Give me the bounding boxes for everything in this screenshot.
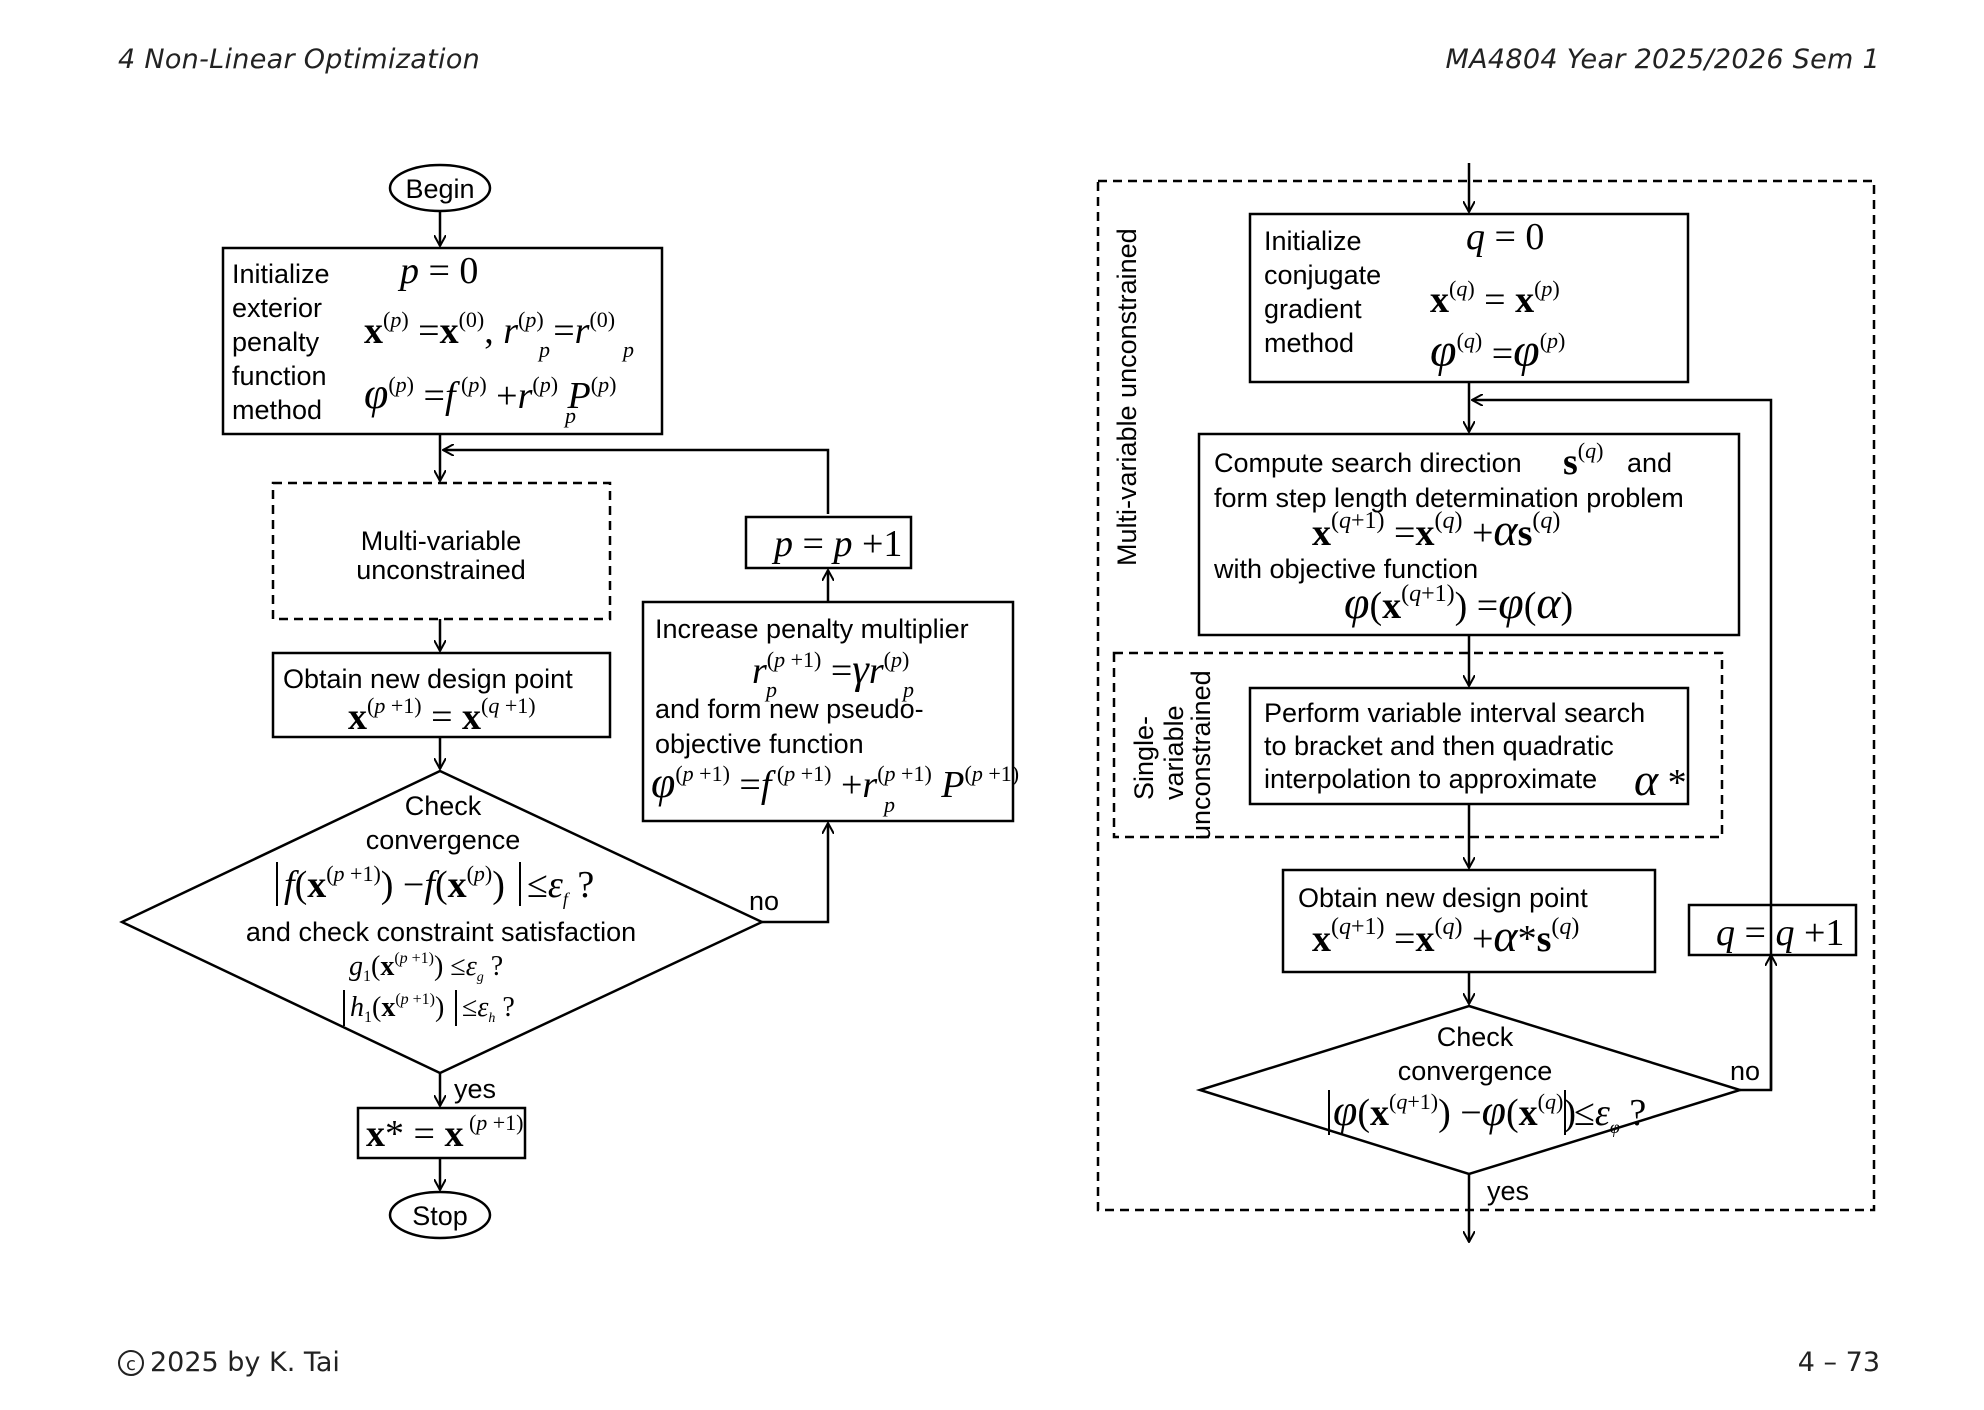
multi-variable-outer-frame <box>1096 179 1876 1212</box>
no-label-left: no <box>749 886 779 916</box>
compute-label-2: form step length determination problem <box>1214 483 1684 513</box>
cg-init-equations: q = 0 x(q) = x(p) φ(q) =φ(p) <box>1430 216 1565 377</box>
alpha-star-symbol: α * <box>1634 754 1687 805</box>
svg-text:x(q) = x(p): x(q) = x(p) <box>1430 276 1560 321</box>
compute-and-label: and <box>1627 448 1672 478</box>
svg-text:p: p <box>621 337 634 362</box>
init-label-2: exterior <box>232 293 322 323</box>
multi-label-1: Multi-variable <box>361 526 522 556</box>
svg-text:p: p <box>563 403 576 428</box>
svg-text:p: p <box>882 792 895 817</box>
cg-init-label-2: conjugate <box>1264 260 1381 290</box>
cg-init-label-4: method <box>1264 328 1354 358</box>
svg-text:φ(p +1) =f (p +1) +r(p +1) P(p: φ(p +1) =f (p +1) +r(p +1) P(p +1) <box>651 758 1019 807</box>
x-star-box <box>356 1106 527 1160</box>
yes-label-right: yes <box>1487 1176 1529 1206</box>
footer-left: c 2025 by K. Tai <box>118 1347 340 1378</box>
update-equation: x(q+1) =x(q) +α*s(q) <box>1312 910 1579 961</box>
init-label-5: method <box>232 395 322 425</box>
check-label-right-2: convergence <box>1398 1056 1553 1086</box>
objective-alpha-equation: φ(x(q+1)) =φ(α) <box>1344 577 1573 628</box>
single-variable-frame <box>1112 651 1724 839</box>
q-increment-box <box>1687 903 1858 957</box>
check-constraint-label: and check constraint satisfaction <box>246 917 636 947</box>
multiplier-equation: r(p +1) =γr(p) p p <box>752 647 914 702</box>
step-equation: x(q+1) =x(q) +αs(q) <box>1312 504 1560 555</box>
yes-label-left: yes <box>454 1074 496 1104</box>
svg-text:g1(x(p +1)) ≤εg ?: g1(x(p +1)) ≤εg ? <box>349 950 503 985</box>
svg-text:h1(x(p +1)): h1(x(p +1)) <box>350 991 444 1026</box>
q-increment-equation: q = q +1 <box>1716 912 1844 954</box>
svg-text:p: p <box>901 677 914 702</box>
svg-text:x(p) =x(0), r(p) =r(0): x(p) =x(0), r(p) =r(0) <box>364 307 615 352</box>
obtain-design-point-box <box>271 651 612 739</box>
constraint-equations: g1(x(p +1)) ≤εg ? h1(x(p +1)) ≤εh ? <box>343 950 515 1026</box>
multi-label-2: unconstrained <box>356 555 526 585</box>
svg-text:p: p <box>537 337 550 362</box>
obtain-equation: x(p +1) = x(q +1) <box>348 693 536 738</box>
single-label-2: variable <box>1159 705 1189 800</box>
init-label-4: function <box>232 361 327 391</box>
p-increment-equation: p = p +1 <box>771 523 902 565</box>
perform-label-2: to bracket and then quadratic <box>1264 731 1614 761</box>
single-label-3: unconstrained <box>1186 670 1216 840</box>
no-label-right: no <box>1730 1056 1760 1086</box>
svg-text:φ(p) =f (p) +r(p) P(p): φ(p) =f (p) +r(p) P(p) <box>364 369 616 418</box>
check-label-1: Check <box>405 791 482 821</box>
svg-text:f(x(p +1)) −f(x(p)): f(x(p +1)) −f(x(p)) <box>284 861 505 906</box>
check-label-right-1: Check <box>1437 1022 1514 1052</box>
outer-frame-label: Multi-variable unconstrained <box>1112 228 1142 566</box>
increase-label-3: objective function <box>655 729 864 759</box>
copyright-icon: c <box>118 1349 144 1376</box>
init-penalty-box <box>221 246 664 436</box>
footer-right: 4 – 73 <box>1797 1347 1880 1378</box>
svg-text:≤εφ ?: ≤εφ ? <box>1574 1092 1646 1137</box>
perform-label-1: Perform variable interval search <box>1264 698 1645 728</box>
init-label-1: Initialize <box>232 259 330 289</box>
svg-text:q = 0: q = 0 <box>1466 216 1544 258</box>
single-label-1: Single- <box>1129 716 1159 800</box>
convergence-equation-right: φ(x(q+1)) −φ(x(q)) ≤εφ ? <box>1328 1086 1646 1137</box>
obtain-label-right: Obtain new design point <box>1298 883 1588 913</box>
increase-label-1: Increase penalty multiplier <box>655 614 969 644</box>
header-left: 4 Non-Linear Optimization <box>118 44 481 75</box>
init-label-3: penalty <box>232 327 320 357</box>
svg-text:φ(q) =φ(p): φ(q) =φ(p) <box>1430 324 1565 377</box>
cg-init-label-3: gradient <box>1264 294 1362 324</box>
compute-label-1: Compute search direction <box>1214 448 1522 478</box>
stop-terminal <box>388 1190 492 1240</box>
check-label-2: convergence <box>366 825 521 855</box>
perform-label-3: interpolation to approximate <box>1264 764 1597 794</box>
svg-text:p = 0: p = 0 <box>397 250 478 292</box>
svg-text:r(p +1) =γr(p): r(p +1) =γr(p) <box>752 647 909 693</box>
pseudo-objective-equation: φ(p +1) =f (p +1) +r(p +1) P(p +1) p <box>651 758 1019 817</box>
increase-label-2: and form new pseudo- <box>655 694 924 724</box>
convergence-equation: f(x(p +1)) −f(x(p)) ≤εf ? <box>276 861 594 909</box>
svg-text:φ(x(q+1)) −φ(x(q)): φ(x(q+1)) −φ(x(q)) <box>1333 1086 1576 1135</box>
x-star-equation: x* = x (p +1) <box>366 1110 524 1155</box>
init-penalty-equations: p = 0 x(p) =x(0), r(p) =r(0) p p φ(p) =f… <box>364 250 634 428</box>
footer-copyright-text: 2025 by K. Tai <box>150 1347 340 1378</box>
stop-label: Stop <box>412 1201 468 1231</box>
cg-init-label-1: Initialize <box>1264 226 1362 256</box>
begin-label: Begin <box>405 174 474 204</box>
svg-text:p: p <box>764 677 777 702</box>
svg-text:≤εf ?: ≤εf ? <box>527 864 594 909</box>
obtain-label: Obtain new design point <box>283 664 573 694</box>
p-increment-box <box>744 515 913 570</box>
search-direction-symbol: s(q) <box>1563 438 1603 483</box>
svg-text:≤εh ?: ≤εh ? <box>462 992 515 1026</box>
compute-label-3: with objective function <box>1213 554 1478 584</box>
multi-variable-box <box>271 481 612 621</box>
header-right: MA4804 Year 2025/2026 Sem 1 <box>1445 44 1880 75</box>
